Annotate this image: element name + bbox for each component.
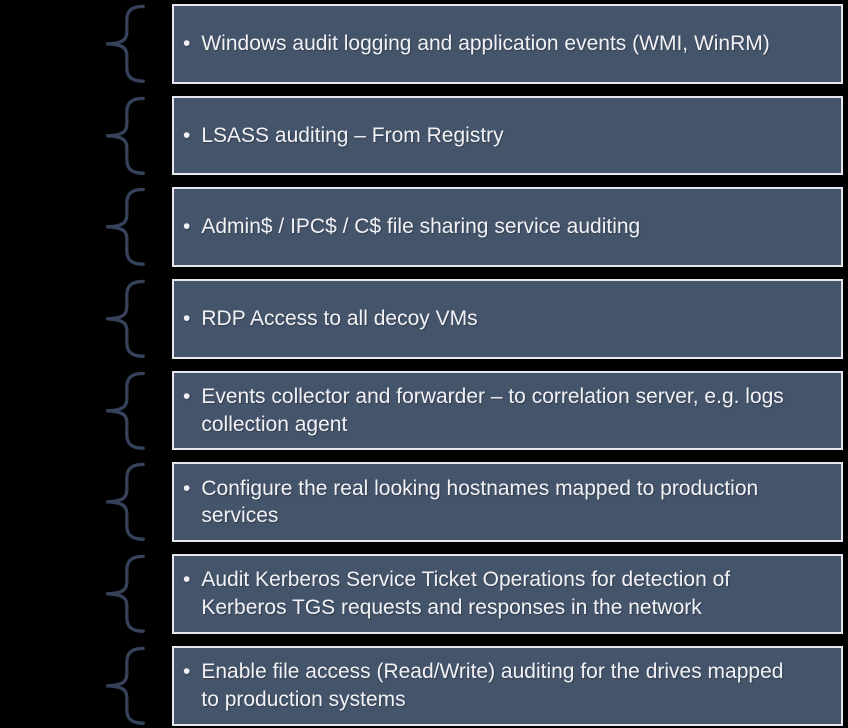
audit-item-text: Windows audit logging and application ev… <box>201 32 770 56</box>
left-brace-icon <box>95 646 149 726</box>
audit-item-box: • LSASS auditing – From Registry <box>172 95 843 176</box>
left-brace-icon <box>95 371 149 451</box>
audit-item-text: Configure the real looking hostnames map… <box>201 476 759 528</box>
audit-item-box: • Events collector and forwarder – to co… <box>172 370 843 451</box>
audit-item-text: Enable file access (Read/Write) auditing… <box>201 660 784 711</box>
bullet-icon: • <box>183 307 191 331</box>
audit-item-text: Events collector and forwarder – to corr… <box>201 385 784 436</box>
audit-item-box: • Admin$ / IPC$ / C$ file sharing servic… <box>172 187 843 268</box>
bullet-icon: • <box>183 476 191 500</box>
brace-row: • Windows audit logging and application … <box>0 4 848 84</box>
left-brace-icon <box>95 4 149 84</box>
bullet-icon: • <box>183 660 191 684</box>
brace-row: • Audit Kerberos Service Ticket Operatio… <box>0 554 848 634</box>
bullet-icon: • <box>183 215 191 239</box>
brace-row: • Enable file access (Read/Write) auditi… <box>0 645 848 726</box>
audit-item-box: • Enable file access (Read/Write) auditi… <box>172 645 843 726</box>
audit-item-box: • Windows audit logging and application … <box>172 4 843 84</box>
brace-row: • RDP Access to all decoy VMs <box>0 279 848 359</box>
audit-item-text: RDP Access to all decoy VMs <box>201 307 478 331</box>
brace-row: • LSASS auditing – From Registry <box>0 95 848 176</box>
audit-item-text: LSASS auditing – From Registry <box>201 123 504 147</box>
left-brace-icon <box>95 96 149 176</box>
audit-item-text: Audit Kerberos Service Ticket Operations… <box>201 568 731 619</box>
bullet-icon: • <box>183 385 191 409</box>
brace-row: • Events collector and forwarder – to co… <box>0 370 848 451</box>
audit-item-box: • Configure the real looking hostnames m… <box>172 462 843 543</box>
brace-row: • Configure the real looking hostnames m… <box>0 462 848 543</box>
audit-item-box: • Audit Kerberos Service Ticket Operatio… <box>172 554 843 634</box>
audit-item-text: Admin$ / IPC$ / C$ file sharing service … <box>201 215 641 239</box>
left-brace-icon <box>95 462 149 542</box>
brace-row: • Admin$ / IPC$ / C$ file sharing servic… <box>0 187 848 268</box>
bullet-icon: • <box>183 568 191 592</box>
bullet-icon: • <box>183 32 191 56</box>
left-brace-icon <box>95 554 149 634</box>
left-brace-icon <box>95 279 149 359</box>
audit-item-box: • RDP Access to all decoy VMs <box>172 279 843 359</box>
bullet-icon: • <box>183 123 191 147</box>
left-brace-icon <box>95 187 149 267</box>
